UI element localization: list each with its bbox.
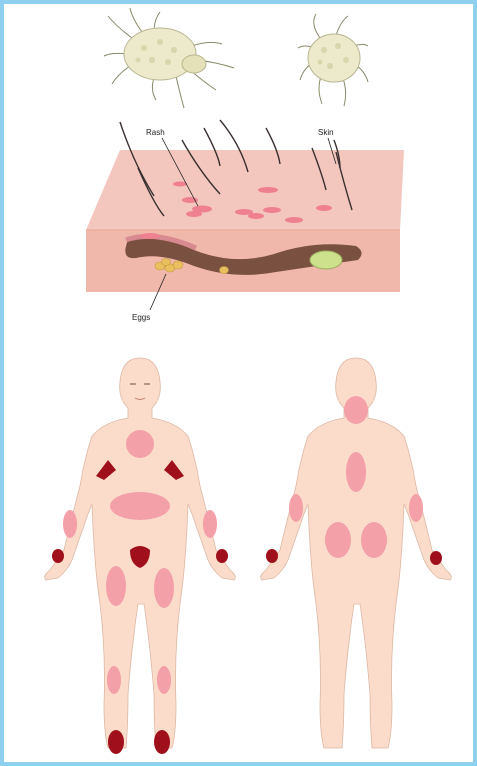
illustration-frame: Rash Skin Eggs — [4, 4, 473, 762]
burrow-mite — [310, 251, 342, 269]
skin-label: Skin — [318, 128, 334, 137]
body-front-view — [45, 358, 236, 754]
mite-illustration-side — [104, 8, 234, 108]
rash-label: Rash — [146, 128, 165, 137]
eggs-label: Eggs — [132, 313, 150, 322]
body-back-view — [261, 358, 452, 748]
mite-illustration-top — [298, 14, 368, 106]
skin-cross-section — [86, 120, 404, 310]
